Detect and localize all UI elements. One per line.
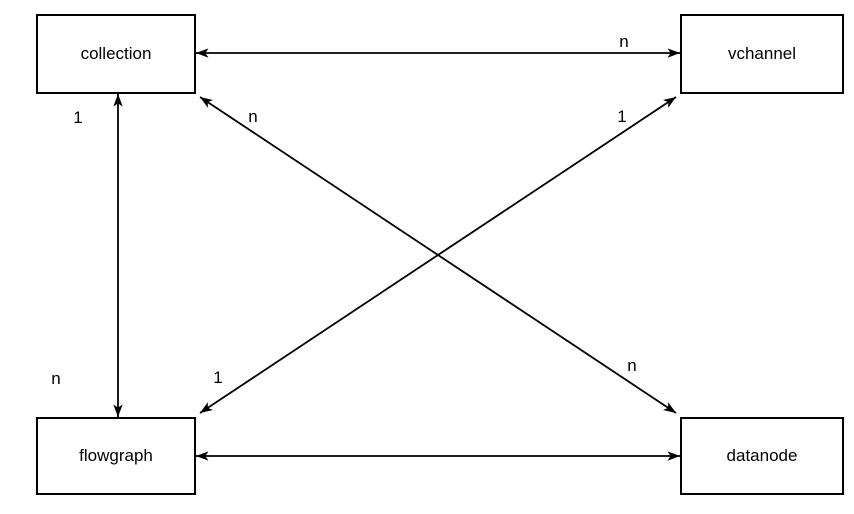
edge-label-collection-vchannel-n: n [619,32,628,51]
node-datanode: datanode [680,417,844,495]
node-collection: collection [36,14,196,94]
node-vchannel: vchannel [680,14,844,94]
edge-label-collection-datanode-upper-n: n [248,107,257,126]
node-vchannel-label: vchannel [727,44,797,63]
node-collection-label: collection [80,44,152,63]
edge-flowgraph-vchannel [199,96,677,414]
edge-label-flowgraph-vchannel-upper-1: 1 [617,107,626,126]
edge-label-flowgraph-vchannel-lower-1: 1 [213,368,222,387]
edge-label-collection-flowgraph-n: n [51,369,60,388]
edge-label-collection-datanode-lower-n: n [627,356,636,375]
node-flowgraph: flowgraph [36,417,196,495]
node-flowgraph-label: flowgraph [79,446,153,465]
edge-label-collection-flowgraph-1: 1 [73,108,82,127]
node-datanode-label: datanode [726,446,798,465]
